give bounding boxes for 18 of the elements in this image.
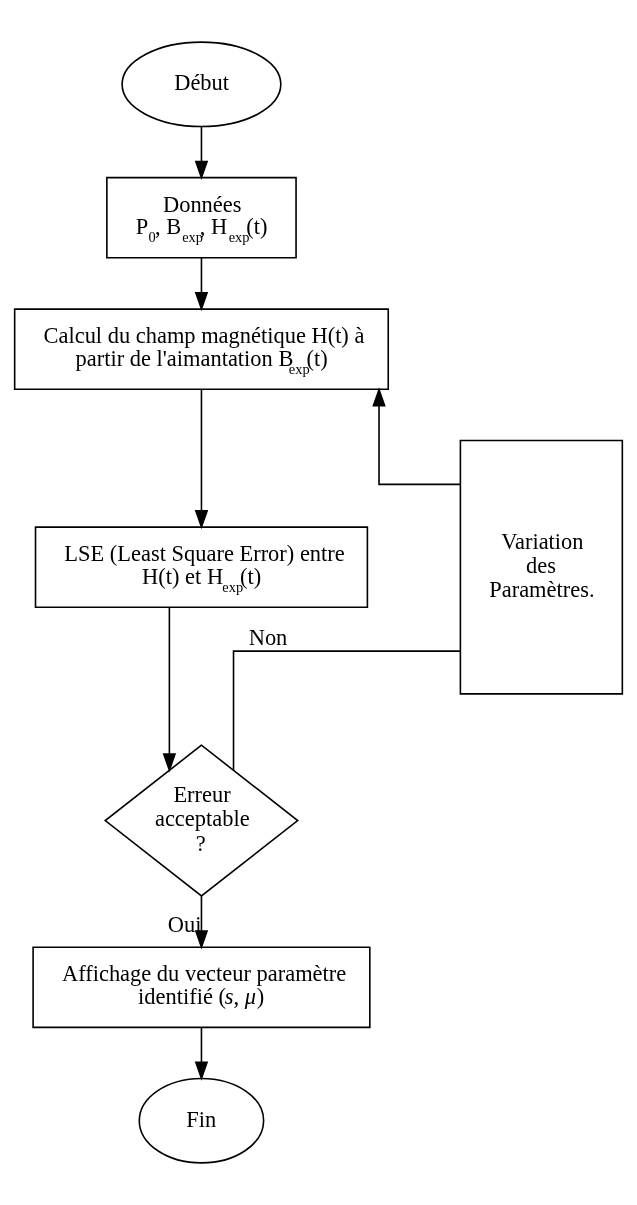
arrow <box>372 387 461 486</box>
node-box: Affichage du vecteur paramètre identifié (s, μ) <box>32 946 371 1029</box>
arrow <box>194 257 209 312</box>
arrow <box>194 895 209 950</box>
node-ellipse: Fin <box>138 1077 265 1164</box>
connector <box>232 650 461 771</box>
node-box: Calcul du champ magnétique H(t) à partir de l'aimantation B$_{exp}$(t) <box>13 308 390 391</box>
arrow <box>194 388 209 530</box>
node-box: Données P$_{0}$, B$_{exp}$, H$_{exp}$(t) <box>106 176 297 259</box>
edge-label: Oui <box>167 911 202 937</box>
node-box: Variation des Paramètres. <box>459 439 624 695</box>
arrow <box>194 125 209 181</box>
node-ellipse: Début <box>121 41 282 128</box>
arrow <box>162 606 177 773</box>
node-box: LSE (Least Square Error) entre H(t) et H$_{exp}$(t) <box>34 526 369 609</box>
arrow <box>194 1027 209 1081</box>
edge-label: Non <box>248 625 288 651</box>
node-diamond: Erreur acceptable ? <box>103 744 299 897</box>
